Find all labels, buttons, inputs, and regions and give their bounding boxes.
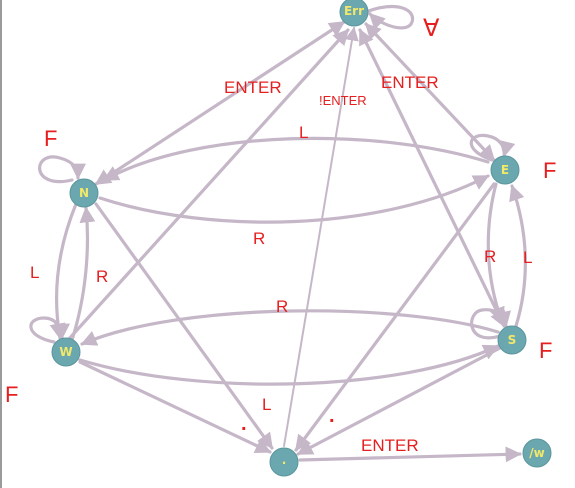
edge-n-to-w xyxy=(49,202,78,340)
svg-text:.: . xyxy=(282,453,287,467)
label-e-to-s: R xyxy=(484,247,496,266)
edge-dot-to-err xyxy=(283,26,359,447)
edge-n-self-loop xyxy=(38,155,86,184)
svg-text:W: W xyxy=(59,345,72,359)
label-n-to-err: ENTER xyxy=(224,78,282,97)
edge-n-to-e xyxy=(98,174,490,224)
svg-text:S: S xyxy=(508,333,517,347)
label-err-self: ∀ xyxy=(423,15,440,42)
label-w-to-s: R xyxy=(276,297,288,316)
label-n-self: F xyxy=(44,126,57,151)
edge-n-to-dot xyxy=(94,202,274,450)
label-e-to-n: L xyxy=(299,123,308,142)
edge-err-self-loop xyxy=(364,4,415,30)
edge-s-to-w xyxy=(80,309,500,346)
label-w-self: F xyxy=(5,382,18,407)
label-w-to-dot: . xyxy=(241,413,247,435)
edge-s-to-e xyxy=(509,184,527,328)
svg-text:/w: /w xyxy=(529,446,544,460)
node-w[interactable]: W xyxy=(51,337,81,367)
svg-text:Err: Err xyxy=(344,4,364,18)
label-e-to-err: ENTER xyxy=(381,73,439,92)
node-err[interactable]: Err xyxy=(339,0,369,27)
svg-text:E: E xyxy=(501,163,509,177)
label-s-to-e: L xyxy=(523,248,532,267)
edge-n-to-err xyxy=(94,20,346,186)
label-e-self: F xyxy=(543,158,556,183)
label-s-to-w: L xyxy=(262,395,271,414)
node-slash-w[interactable]: /w xyxy=(522,438,552,468)
label-n-to-e: R xyxy=(253,229,265,248)
label-dot-to-err: !ENTER xyxy=(319,93,367,108)
edge-w-to-err xyxy=(66,28,350,342)
left-border xyxy=(0,0,2,488)
edge-e-to-err xyxy=(364,22,496,162)
edge-dot-to-slash-w xyxy=(298,446,522,463)
edge-s-to-dot xyxy=(296,346,502,456)
edge-s-to-err xyxy=(358,28,506,328)
svg-text:N: N xyxy=(79,186,89,200)
edge-e-to-s xyxy=(486,182,505,324)
node-e[interactable]: E xyxy=(490,155,520,185)
edge-e-to-n xyxy=(102,136,490,182)
node-n[interactable]: N xyxy=(69,178,99,208)
label-w-to-n: R xyxy=(96,267,108,286)
edge-w-to-s xyxy=(78,344,500,386)
label-s-self: F xyxy=(539,338,552,363)
node-s[interactable]: S xyxy=(497,325,527,355)
edge-w-to-dot xyxy=(78,360,272,454)
label-dot-to-slash-w: ENTER xyxy=(361,436,419,455)
edge-w-to-n xyxy=(70,206,96,342)
node-dot[interactable]: . xyxy=(269,447,299,477)
label-s-to-dot: . xyxy=(329,405,335,427)
edge-e-to-dot xyxy=(294,182,496,452)
label-n-to-w: L xyxy=(30,263,39,282)
